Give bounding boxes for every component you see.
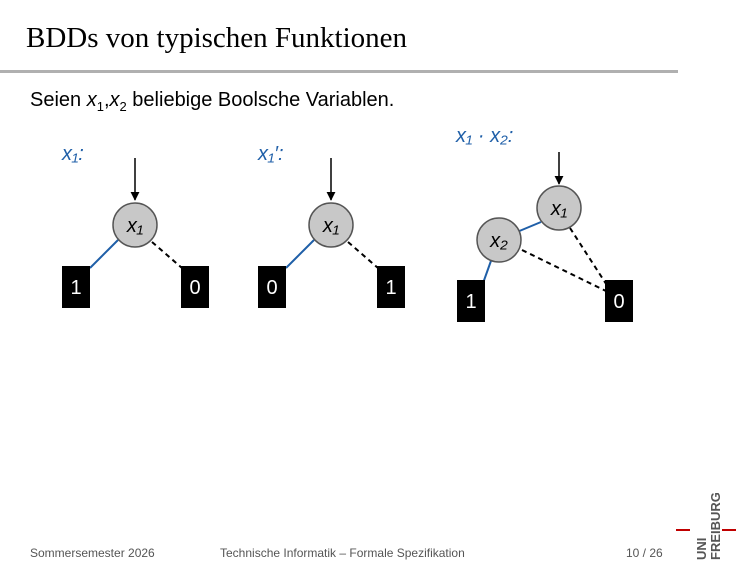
bdd-and-leaf-left xyxy=(457,280,485,322)
bdd-x1neg-leaf-right xyxy=(377,266,405,308)
bdd-x1neg-label: x₁′: xyxy=(257,143,284,165)
intro-prefix: Seien xyxy=(30,89,87,111)
bdd-and-leaf-left-label: 1 xyxy=(465,291,476,313)
intro-suffix: beliebige Boolsche Variablen. xyxy=(126,89,395,111)
footer-semester: Sommersemester 2026 xyxy=(30,546,155,560)
var-x2-sub: 2 xyxy=(119,99,127,114)
slide-title: BDDs von typischen Funktionen xyxy=(26,22,408,54)
bdd-x1neg-root-label: x₁ xyxy=(322,215,339,237)
bdd-x1neg-high-edge xyxy=(285,239,315,269)
var-x1-sub: 1 xyxy=(96,99,104,114)
bdd-x1-and-x2: x₁ · x₂: x₁ x₂ 1 0 xyxy=(455,125,633,322)
bdd-and-x1-label: x₁ xyxy=(550,198,567,220)
bdd-x1-root-node xyxy=(112,202,158,248)
bdd-and-leaf-right xyxy=(605,280,633,322)
bdd-x1neg-leaf-right-label: 1 xyxy=(385,277,396,299)
bdd-and-leaf-right-label: 0 xyxy=(613,291,624,313)
bdd-x1: x₁: x₁ 1 0 xyxy=(61,143,209,308)
bdd-x1-high-edge xyxy=(89,239,119,269)
bdd-x1neg-low-edge xyxy=(347,241,379,269)
bdd-and-x2-node xyxy=(476,217,522,263)
uni-freiburg-logo: UNI FREIBURG xyxy=(676,492,736,560)
bdd-x1-leaf-right xyxy=(181,266,209,308)
bdd-x1-label: x₁: xyxy=(61,143,84,165)
bdd-x1-leaf-right-label: 0 xyxy=(189,277,200,299)
bdd-and-x1-node xyxy=(536,185,582,231)
bdd-x1-negated: x₁′: x₁ 0 1 xyxy=(257,143,405,308)
bdd-x1-low-edge xyxy=(151,241,183,269)
bdd-x1neg-leaf-left-label: 0 xyxy=(266,277,277,299)
bdd-and-x2-low-edge xyxy=(521,249,609,293)
bdd-x1-leaf-left xyxy=(62,266,90,308)
bdd-x1-leaf-left-label: 1 xyxy=(70,277,81,299)
var-x1: x xyxy=(86,89,97,111)
bdd-and-x2-label: x₂ xyxy=(489,230,508,252)
logo-text-uni: UNI xyxy=(694,538,709,560)
bdd-and-x1-high-edge xyxy=(516,221,542,233)
title-divider xyxy=(0,70,678,73)
intro-text: Seien x1,x2 beliebige Boolsche Variablen… xyxy=(30,89,395,114)
bdd-x1-root-label: x₁ xyxy=(126,215,143,237)
bdd-x1neg-root-node xyxy=(308,202,354,248)
logo-text-freiburg: FREIBURG xyxy=(708,492,723,560)
footer-page-number: 10 / 26 xyxy=(626,546,663,560)
var-x2: x xyxy=(109,89,120,111)
bdd-and-label: x₁ · x₂: xyxy=(455,125,513,147)
footer-course: Technische Informatik – Formale Spezifik… xyxy=(220,546,465,560)
bdd-and-x1-low-edge xyxy=(569,227,611,291)
bdd-x1neg-leaf-left xyxy=(258,266,286,308)
